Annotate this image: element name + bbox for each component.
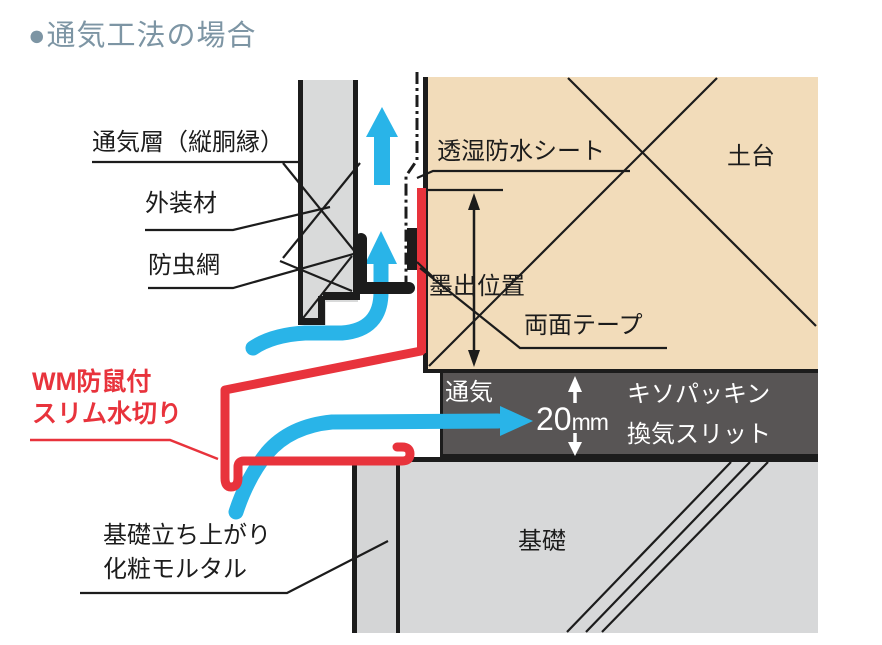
label-foundation-riser: 基礎立ち上がり 化粧モルタル	[103, 519, 271, 586]
leader-marking-position	[416, 261, 434, 278]
label-foundation: 基礎	[518, 528, 566, 555]
label-foundation-riser-line2: 化粧モルタル	[103, 555, 247, 583]
label-packing-line1: キソパッキン	[627, 381, 771, 408]
water-drip-flashing	[30, 188, 426, 492]
leader-insect-screen	[148, 251, 358, 290]
leader-exterior-material	[145, 205, 331, 232]
label-packing-line2: 換気スリット	[627, 421, 771, 448]
leader-double-sided-tape	[419, 267, 667, 350]
marking-dimension	[427, 188, 503, 367]
gap-value: 20	[536, 401, 572, 437]
label-insect-screen: 防虫網	[148, 252, 220, 279]
airflow-arrow-middle	[245, 231, 397, 356]
label-double-sided-tape: 両面テープ	[524, 312, 643, 339]
double-sided-tape-strip	[407, 228, 417, 270]
label-gap-20mm: 20mm	[536, 401, 609, 438]
label-foundation-riser-line1: 基礎立ち上がり	[103, 522, 271, 549]
leader-foundation-riser	[80, 540, 389, 595]
sill-block	[423, 77, 818, 370]
water-drip-leader	[30, 438, 219, 461]
label-water-drip-line1: WM防鼠付	[32, 368, 152, 396]
gap-unit: mm	[571, 409, 609, 435]
exterior-wall	[279, 80, 361, 325]
airflow-arrow-bottom	[228, 406, 533, 520]
label-sill: 土台	[727, 143, 775, 170]
label-vent: 通気	[445, 379, 493, 406]
leader-breathable-sheet	[416, 169, 630, 180]
label-exterior-material: 外装材	[145, 190, 217, 217]
label-water-drip-line2: スリム水切り	[32, 400, 183, 428]
label-marking-position: 墨出位置	[429, 273, 525, 300]
breathable-sheet-line	[404, 72, 419, 290]
foundation-block	[352, 457, 818, 633]
airflow-arrows	[228, 107, 533, 520]
page-title: ●通気工法の場合	[28, 20, 257, 52]
label-water-drip: WM防鼠付 スリム水切り	[32, 366, 182, 430]
label-breathable-sheet: 透湿防水シート	[437, 138, 605, 165]
label-ventilation-layer: 通気層（縦胴縁）	[92, 129, 284, 156]
label-leaders	[80, 160, 667, 595]
insect-screen-profile	[355, 233, 415, 294]
airflow-arrow-top	[366, 107, 398, 185]
